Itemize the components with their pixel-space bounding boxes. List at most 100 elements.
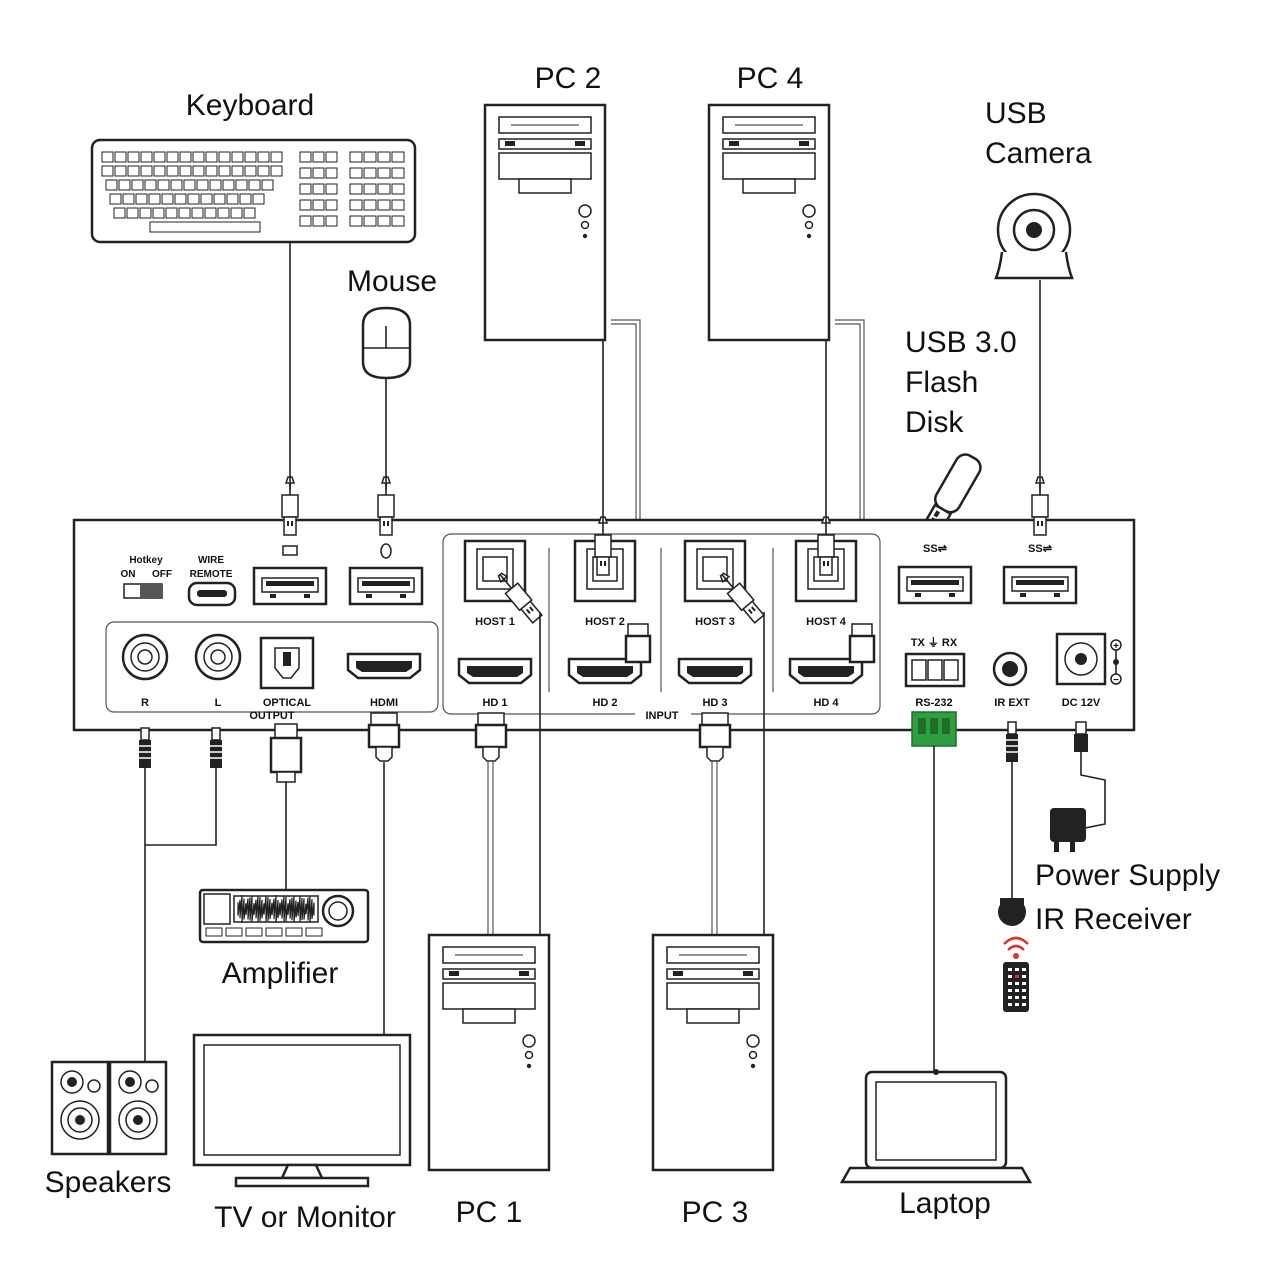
keyboard-key xyxy=(139,207,152,219)
keyboard-key xyxy=(157,179,170,191)
hotkey-switch[interactable] xyxy=(123,583,163,599)
usb-camera-icon xyxy=(994,192,1074,280)
keyboard-key xyxy=(217,207,230,219)
remote-button xyxy=(1015,975,1019,978)
amplifier-icon xyxy=(198,888,370,944)
keyboard-key xyxy=(131,179,144,191)
keyboard-key xyxy=(148,193,161,205)
flash-disk-label-line3: Disk xyxy=(905,406,964,439)
keyboard-key xyxy=(363,215,377,227)
hd2-label: HD 2 xyxy=(592,697,617,709)
pc1-label: PC 1 xyxy=(456,1196,523,1229)
power-supply-label: Power Supply xyxy=(1035,859,1220,892)
remote-button xyxy=(1008,975,1012,978)
optical-label: OPTICAL xyxy=(263,697,312,709)
audio-r-jack[interactable] xyxy=(121,633,169,681)
keyboard-port-icon xyxy=(282,545,298,556)
keyboard-key xyxy=(122,193,135,205)
keyboard-key xyxy=(191,207,204,219)
polarity-icon xyxy=(1110,639,1122,685)
tv-monitor-label: TV or Monitor xyxy=(214,1201,396,1234)
keyboard-key xyxy=(377,199,391,211)
keyboard-key xyxy=(312,167,325,179)
host4-label: HOST 4 xyxy=(806,616,847,628)
keyboard-key xyxy=(235,179,248,191)
ir-ext-port[interactable] xyxy=(992,651,1028,687)
keyboard-key xyxy=(226,193,239,205)
keyboard-key xyxy=(363,183,377,195)
hd4-label: HD 4 xyxy=(813,697,839,709)
hdmi-output-port[interactable] xyxy=(346,652,422,680)
keyboard-key xyxy=(165,207,178,219)
polarity-minus: − xyxy=(1113,675,1119,686)
keyboard-key xyxy=(257,165,270,177)
keyboard-key xyxy=(101,151,114,163)
keyboard-key xyxy=(349,167,363,179)
power-supply-icon xyxy=(1050,808,1086,852)
keyboard-key xyxy=(325,151,338,163)
laptop-icon xyxy=(839,1069,1033,1184)
mouse-usb-port[interactable] xyxy=(348,566,424,606)
wire-remote-port[interactable] xyxy=(187,581,237,607)
keyboard-key xyxy=(391,199,405,211)
usb3-port-2[interactable] xyxy=(1002,565,1078,605)
keyboard-key xyxy=(153,151,166,163)
keyboard-key xyxy=(391,215,405,227)
keyboard-key xyxy=(114,165,127,177)
optical-port[interactable] xyxy=(259,636,315,690)
hd3-port[interactable] xyxy=(677,657,753,685)
keyboard-key xyxy=(213,193,226,205)
remote-control-icon xyxy=(1003,962,1029,1012)
hd1-port[interactable] xyxy=(457,657,533,685)
keyboard-key xyxy=(349,183,363,195)
usb3-port-1[interactable] xyxy=(897,565,973,605)
keyboard-key xyxy=(349,215,363,227)
keyboard-key xyxy=(153,165,166,177)
keyboard-key xyxy=(109,193,122,205)
keyboard-key xyxy=(391,151,405,163)
speakers-icon xyxy=(50,1060,168,1156)
pc4-label: PC 4 xyxy=(737,62,804,95)
audio-l-plug xyxy=(209,727,223,769)
keyboard-key xyxy=(192,151,205,163)
audio-r-label: R xyxy=(141,697,149,709)
flash-disk-label-line1: USB 3.0 xyxy=(905,326,1017,359)
keyboard-key xyxy=(377,167,391,179)
keyboard-key xyxy=(270,151,283,163)
keyboard-usb-port[interactable] xyxy=(252,566,328,606)
mouse-usb-plug xyxy=(377,476,395,536)
dc-power-port[interactable] xyxy=(1055,632,1107,686)
keyboard-key xyxy=(299,199,312,211)
keyboard-key xyxy=(205,165,218,177)
keyboard-key xyxy=(312,199,325,211)
rs232-label: RS-232 xyxy=(915,697,952,709)
hd1-plug xyxy=(474,711,508,763)
keyboard-key xyxy=(261,179,274,191)
keyboard-key xyxy=(325,199,338,211)
ir-ext-label: IR EXT xyxy=(994,697,1030,709)
keyboard-key xyxy=(231,165,244,177)
keyboard-key xyxy=(299,151,312,163)
keyboard-key xyxy=(187,193,200,205)
keyboard-key xyxy=(349,199,363,211)
amplifier-button xyxy=(205,927,223,937)
amplifier-label: Amplifier xyxy=(222,957,339,990)
rs232-green-connector xyxy=(911,711,957,747)
keyboard-key xyxy=(183,179,196,191)
host1-label: HOST 1 xyxy=(475,616,515,628)
remote-button xyxy=(1015,989,1019,992)
keyboard-key xyxy=(325,215,338,227)
keyboard-key xyxy=(239,193,252,205)
audio-l-jack[interactable] xyxy=(194,633,242,681)
keyboard-key xyxy=(105,179,118,191)
laptop-label: Laptop xyxy=(899,1187,991,1220)
rs232-port[interactable] xyxy=(904,652,966,688)
remote-button xyxy=(1022,996,1026,999)
keyboard-key xyxy=(222,179,235,191)
keyboard-key xyxy=(170,179,183,191)
audio-l-label: L xyxy=(215,697,222,709)
keyboard-key xyxy=(391,183,405,195)
remote-button xyxy=(1008,982,1012,985)
remote-button xyxy=(1022,982,1026,985)
